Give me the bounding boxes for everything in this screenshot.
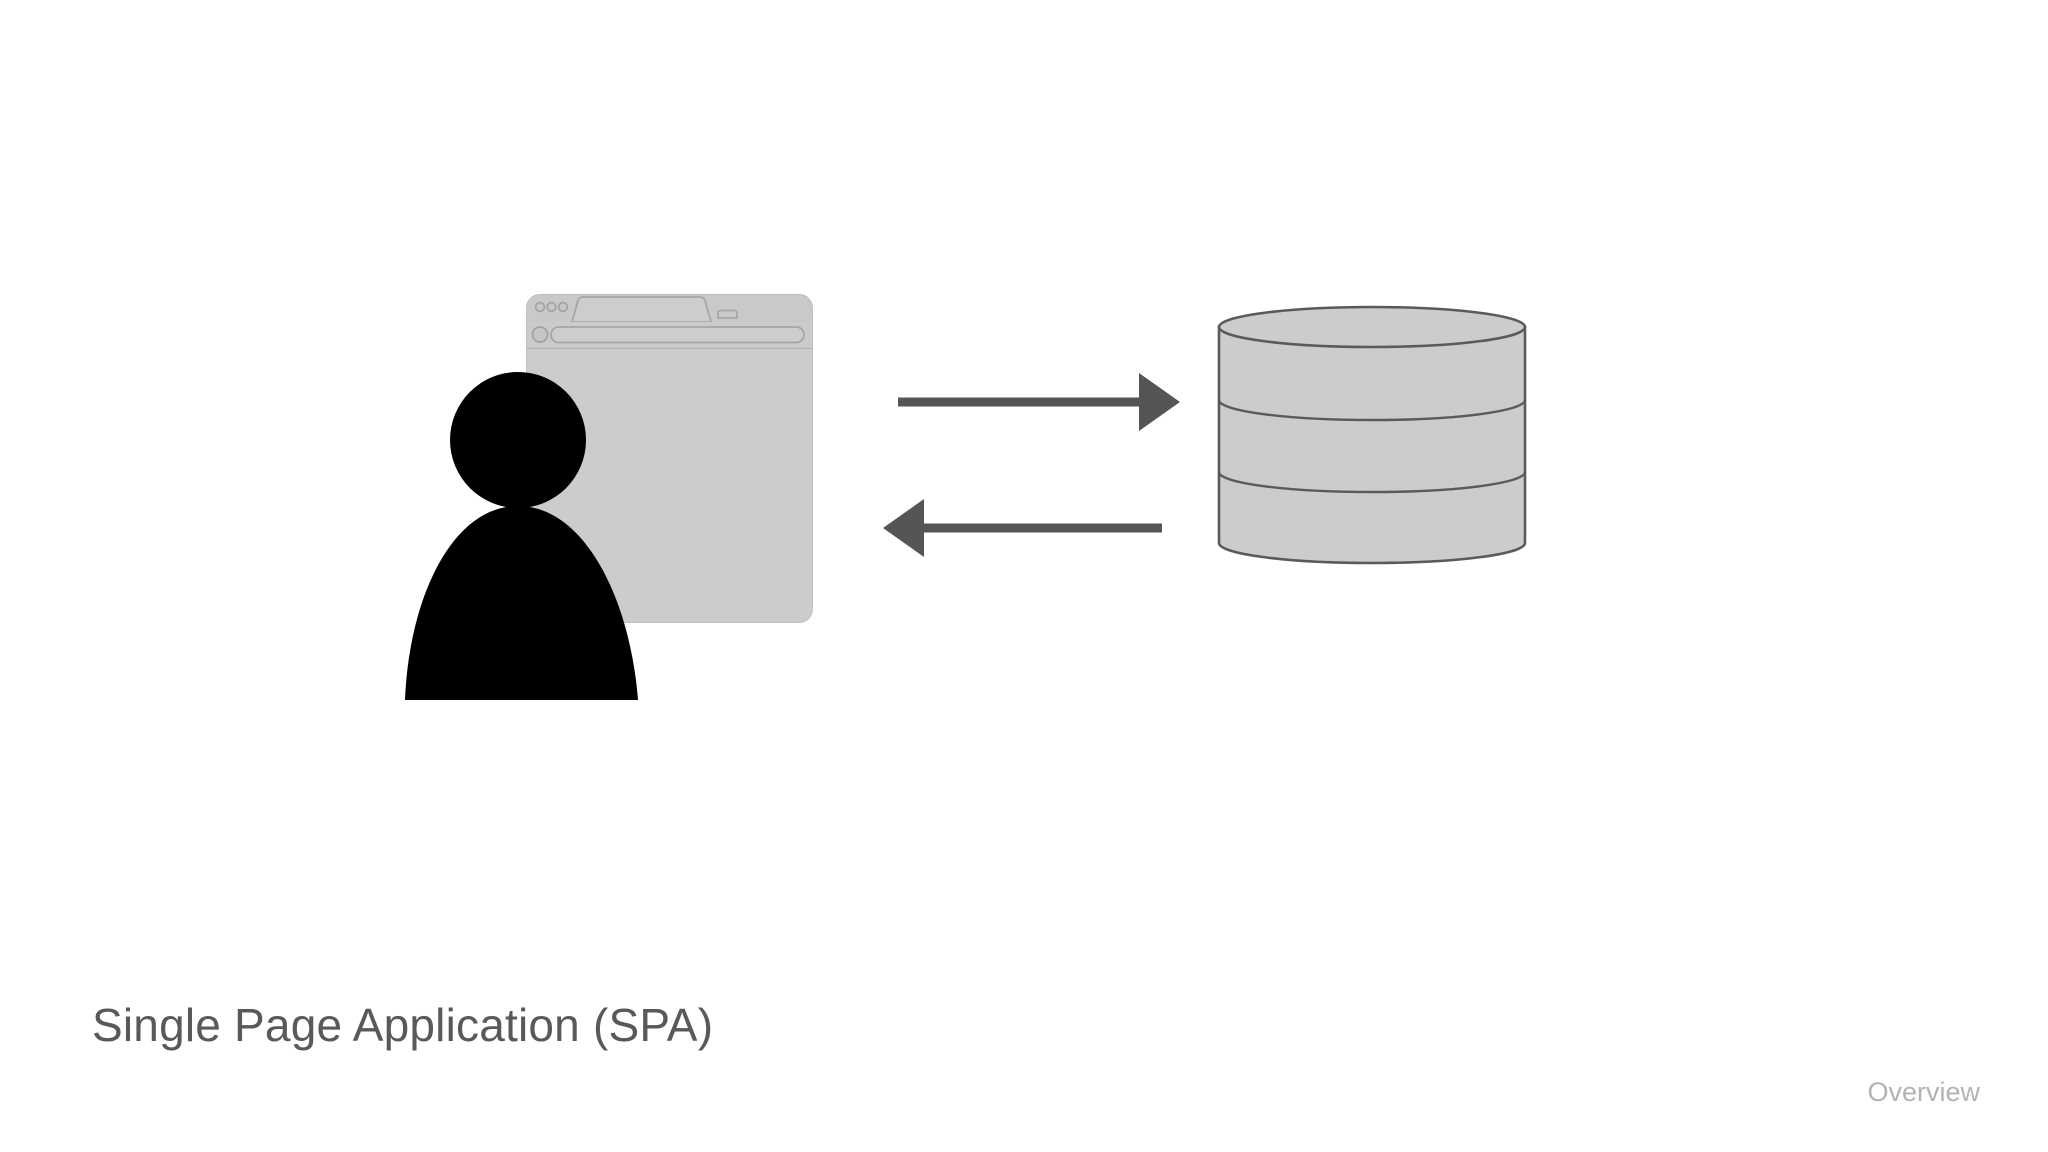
user-actor (405, 372, 638, 700)
window-close-icon[interactable] (534, 301, 546, 313)
request-arrow (898, 373, 1180, 431)
traffic-light-buttons[interactable] (534, 301, 569, 313)
new-tab-button[interactable] (717, 309, 738, 319)
database-band-divider-2 (1217, 471, 1527, 494)
response-arrow-head (883, 499, 924, 557)
slide-footer-label: Overview (1867, 1077, 1980, 1107)
actor-head-icon (450, 372, 586, 508)
database-cylinder (1217, 305, 1527, 565)
database-band-divider-1 (1217, 399, 1527, 422)
window-maximize-icon[interactable] (557, 301, 569, 313)
page-title: Single Page Application (SPA) (92, 999, 714, 1051)
database-top-ellipse (1217, 305, 1527, 349)
browser-back-button[interactable] (531, 326, 549, 343)
database-body (1217, 325, 1527, 565)
browser-tab-active[interactable] (570, 296, 713, 323)
window-minimize-icon[interactable] (546, 301, 557, 313)
request-arrow-head (1139, 373, 1180, 431)
browser-address-bar[interactable] (550, 326, 805, 344)
response-arrow (883, 499, 1162, 557)
actor-body-icon (405, 506, 638, 700)
browser-window (526, 294, 813, 623)
